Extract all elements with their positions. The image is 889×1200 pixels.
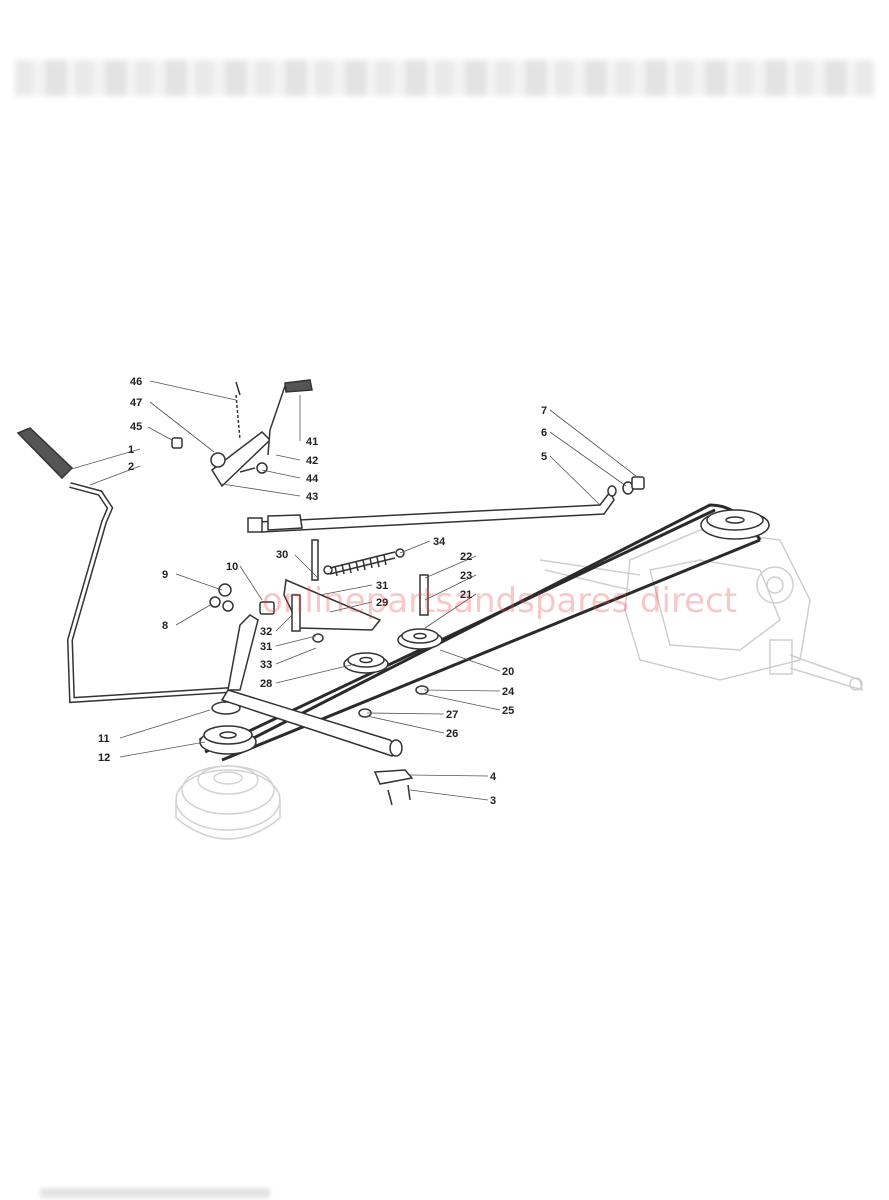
callout-41: 41: [306, 436, 318, 448]
clutch-ghost: [175, 765, 281, 840]
callout-4: 4: [490, 771, 497, 783]
callout-9: 9: [162, 569, 168, 581]
idler-pulleys: [343, 628, 443, 674]
callout-45: 45: [130, 421, 142, 433]
callout-21: 21: [460, 589, 472, 601]
lower-arm: [220, 614, 403, 757]
rod-end-hardware: [607, 476, 645, 497]
callout-7: 7: [541, 405, 547, 417]
tension-spring: [323, 548, 405, 577]
callout-11: 11: [98, 733, 110, 745]
callout-32: 32: [260, 626, 272, 638]
callout-20: 20: [502, 666, 514, 678]
idler-bracket: [283, 539, 429, 643]
callout-22: 22: [460, 551, 472, 563]
callout-3: 3: [490, 795, 496, 807]
callout-31-lower: 31: [260, 641, 272, 653]
callout-labels: 46 47 45 1 2 41 42 44 43 7 6 5 30 34 10 …: [98, 376, 547, 807]
blurred-header: [15, 60, 875, 96]
callout-30: 30: [276, 549, 288, 561]
small-hardware: [209, 583, 429, 806]
upper-bracket: [171, 379, 313, 488]
callout-27: 27: [446, 709, 458, 721]
callout-8: 8: [162, 620, 168, 632]
callout-24: 24: [502, 686, 515, 698]
leader-lines: [67, 380, 637, 801]
callout-34: 34: [433, 536, 446, 548]
callout-44: 44: [306, 473, 319, 485]
callout-28: 28: [260, 678, 272, 690]
callout-12: 12: [98, 752, 110, 764]
callout-43: 43: [306, 491, 318, 503]
callout-1: 1: [128, 444, 134, 456]
engine-pulley: [199, 701, 257, 755]
transmission-ghost: [539, 529, 863, 692]
callout-29: 29: [376, 597, 388, 609]
watermark-text: onlinepartsandspares direct: [262, 581, 737, 621]
blurred-footer: [40, 1188, 270, 1198]
callout-33: 33: [260, 659, 272, 671]
callout-46: 46: [130, 376, 142, 388]
callout-26: 26: [446, 728, 458, 740]
callout-47: 47: [130, 397, 142, 409]
drive-belt: [198, 503, 762, 762]
callout-25: 25: [502, 705, 514, 717]
pedal: [16, 427, 238, 704]
callout-31-upper: 31: [376, 580, 388, 592]
callout-23: 23: [460, 570, 472, 582]
transmission-pulley: [700, 509, 770, 540]
control-rod: [247, 490, 615, 533]
callout-42: 42: [306, 455, 318, 467]
callout-2: 2: [128, 461, 134, 473]
callout-5: 5: [541, 451, 547, 463]
callout-6: 6: [541, 427, 547, 439]
callout-10: 10: [226, 561, 238, 573]
